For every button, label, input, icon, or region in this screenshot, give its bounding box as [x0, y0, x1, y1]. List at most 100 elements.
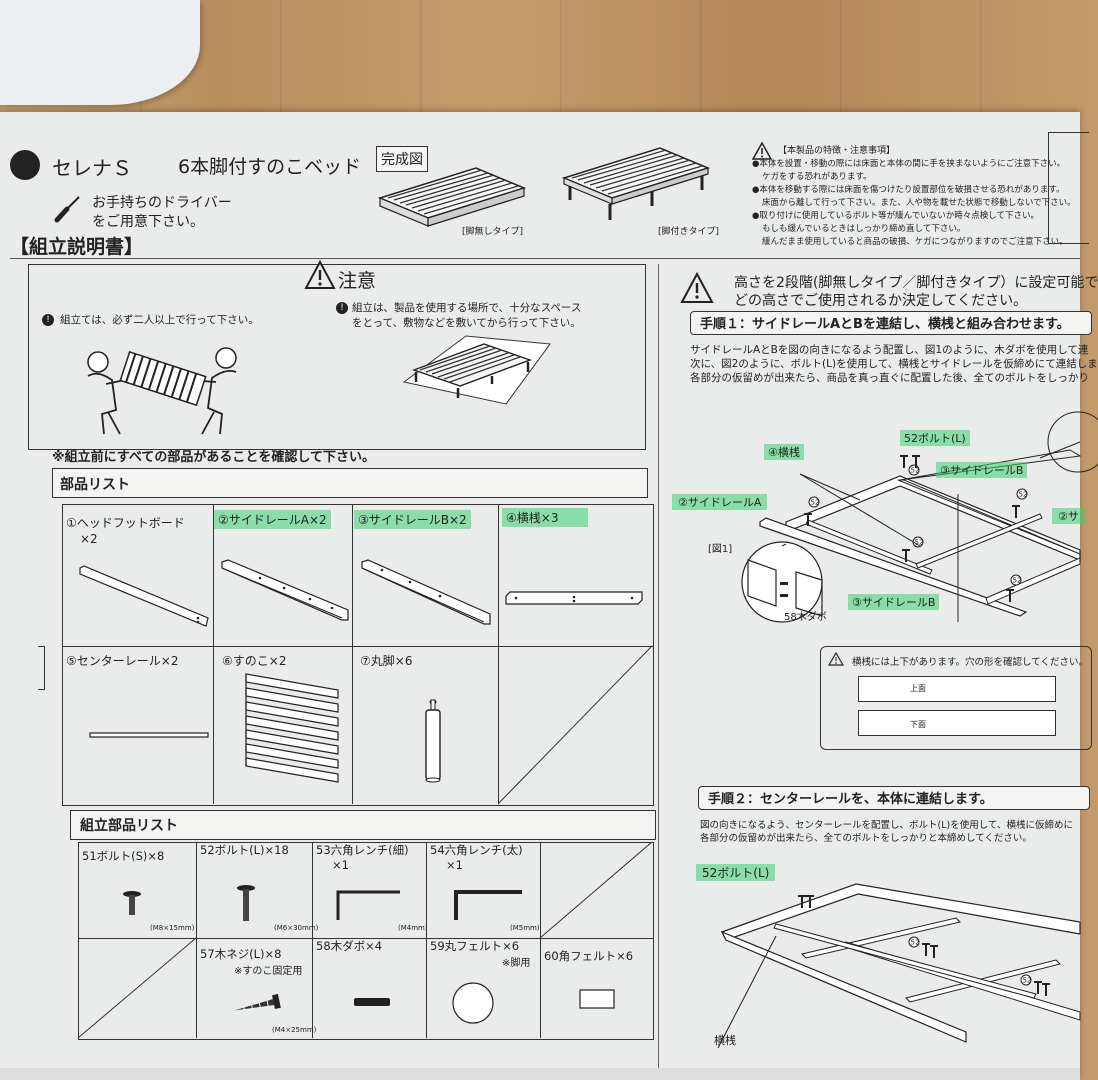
- height-note-line1: 高さを2段階(脚無しタイプ／脚付きタイプ）に設定可能で: [734, 275, 1098, 291]
- empty-cell-diagonal: [539, 841, 653, 939]
- note-text: 横桟には上下があります。穴の形を確認してください。: [852, 657, 1088, 668]
- feature-line-5: ●取り付けに使用しているボルト等が緩んでいないか時々点検して下さい。: [752, 211, 1039, 221]
- feature-line-4: 床面から離して行って下さい。また、人や物を載せた状態で移動しないで下さい。: [762, 198, 1076, 208]
- confirm-text: ※組立前にすべての部品があることを確認して下さい。: [52, 450, 375, 465]
- caution-title: 注意: [338, 270, 377, 292]
- label-side-rail-b-bottom: ③サイドレールB: [848, 594, 940, 610]
- step2-bolt-label: 52ボルト(L): [696, 864, 776, 881]
- svg-text:52: 52: [911, 939, 920, 947]
- caution-space-line1: 組立は、製品を使用する場所で、十分なスペース: [352, 302, 582, 314]
- feature-line-2: ケガをする恐れがあります。: [762, 172, 872, 182]
- height-note-line2: どの高さでご使用されるか決定してください。: [734, 293, 1028, 309]
- label-wood-dowel: 58木ダボ: [784, 612, 827, 623]
- feature-line-6: もしも緩んでいるときはしっかり締め直して下さい。: [762, 224, 966, 234]
- features-right-box: [1048, 132, 1089, 244]
- label-side-rail-a-right: ②サ: [1052, 508, 1085, 524]
- figure-1-dowel-detail: [741, 541, 823, 623]
- paper-bottom-edge: [0, 1068, 1080, 1080]
- feature-line-7: 緩んだまま使用していると商品の破損、ケガにつながりますのでご注意下さい。: [762, 237, 1068, 247]
- label-side-rail-a: ②サイドレールA: [672, 494, 768, 510]
- part-5-label: ⑤センターレール×2: [66, 654, 179, 668]
- caution-two-people: 組立ては、必ず二人以上で行って下さい。: [60, 314, 259, 326]
- hardware-list-header: [70, 810, 656, 840]
- sunoko-slats-drawing: [245, 673, 339, 783]
- type-leg-label: [脚付きタイプ]: [658, 227, 720, 237]
- bottom-face-diagram: [858, 710, 1056, 736]
- yokosan-drawing: [505, 591, 643, 605]
- svg-text:52: 52: [1013, 577, 1022, 585]
- svg-text:52: 52: [915, 539, 924, 547]
- hardware-grid: [78, 842, 654, 1040]
- two-people-carrying-illustration: [87, 347, 237, 435]
- bed-no-legs-drawing: [377, 167, 527, 227]
- parts-list-header: [52, 468, 648, 498]
- hw-54-label: 54六角レンチ(太): [430, 843, 523, 857]
- label-side-rail-b-top: ③サイドレールB: [936, 462, 1028, 478]
- warning-triangle-icon: [751, 141, 773, 160]
- bed-with-legs-drawing: [561, 147, 711, 220]
- part-4-label: ④横桟×3: [502, 508, 589, 527]
- hw-57-spec: (M4×25mm): [272, 1026, 317, 1034]
- hw-51-label: 51ボルト(S)×8: [82, 849, 165, 863]
- caution-triangle-icon: [304, 259, 336, 289]
- wood-dowel-drawing: [354, 998, 390, 1006]
- figure-1-label: [図1]: [708, 544, 733, 555]
- hw-59-note: ※脚用: [502, 958, 531, 969]
- step2-yokosan-label: 横桟: [714, 1034, 736, 1047]
- step2-header: [698, 786, 1090, 810]
- hw-54-spec: (M5mm): [510, 924, 540, 932]
- part-7-label: ⑦丸脚×6: [360, 654, 413, 668]
- step1-line2: 次に、図2のように、ボルト(L)を使用して、横桟とサイドレールを仮締めにて連結し…: [690, 358, 1098, 370]
- hw-57-label: 57木ネジ(L)×8: [200, 947, 282, 961]
- step1-title: 手順１：サイドレールAとBを連結し、横桟と組み合わせます。: [700, 317, 1070, 332]
- series-name: セレナＳ: [52, 156, 132, 180]
- step1-header: [690, 311, 1092, 335]
- bolt-s-drawing: [123, 891, 141, 915]
- svg-text:52: 52: [1023, 977, 1032, 985]
- hw-59-label: 59丸フェルト×6: [430, 939, 520, 953]
- height-warning-triangle-icon: [680, 271, 714, 303]
- step2-assembly-diagram: 52 52: [717, 883, 1081, 1049]
- white-cloth: [0, 0, 200, 105]
- hex-wrench-thin-drawing: [336, 890, 400, 920]
- hw-52-label: 52ボルト(L)×18: [200, 843, 289, 857]
- yokosan-orientation-note: [820, 646, 1092, 750]
- hex-wrench-thick-drawing: [454, 890, 522, 920]
- bottom-face-label: 下面: [910, 720, 926, 729]
- hw-53-label: 53六角レンチ(細): [316, 843, 409, 857]
- top-face-diagram: [858, 676, 1056, 702]
- hw-54-qty: ×1: [446, 858, 463, 872]
- part-3-label: ③サイドレールB×2: [354, 510, 471, 529]
- part-1-label: ①ヘッドフットボード: [66, 516, 185, 530]
- side-rail-a-drawing: [221, 559, 349, 621]
- side-rail-b-drawing: [361, 559, 491, 625]
- part-1-qty: ×2: [80, 532, 98, 546]
- hardware-list-title: 組立部品リスト: [80, 818, 178, 834]
- fold-mark: [38, 646, 45, 690]
- parts-list-title: 部品リスト: [60, 477, 130, 493]
- complete-label: 完成図: [376, 146, 428, 172]
- feature-line-1: ●本体を設置・移動の際には床面と本体の間に手を挟まないようにご注意下さい。: [752, 159, 1066, 169]
- exclaim-icon: !: [336, 302, 348, 314]
- step2-line1: 図の向きになるよう、センターレールを配置し、ボルト(L)を使用して、横桟に仮締め…: [700, 820, 1073, 831]
- round-leg-drawing: [425, 699, 441, 783]
- svg-text:52: 52: [1019, 491, 1028, 499]
- caution-space-line2: をとって、敷物などを敷いてから行って下さい。: [352, 317, 581, 329]
- label-bolt-l: 52ボルト(L): [900, 430, 970, 446]
- bolt-l-drawing: [237, 885, 255, 921]
- wood-screw-drawing: [234, 994, 281, 1011]
- empty-cell-diagonal: [497, 645, 653, 805]
- hw-53-qty: ×1: [332, 858, 349, 872]
- bullet-dot-icon: [10, 150, 40, 180]
- round-felt-drawing: [452, 982, 494, 1024]
- center-rail-drawing: [89, 732, 209, 738]
- step2-title: 手順２：センターレールを、本体に連結します。: [708, 792, 993, 807]
- screwdriver-icon: [54, 196, 80, 223]
- note-warning-triangle-icon: [827, 651, 845, 666]
- hw-53-spec: (M4mm): [398, 924, 428, 932]
- step1-line1: サイドレールAとBを図の向きになるよう配置し、図1のように、木ダボを使用して連: [690, 344, 1089, 356]
- exclaim-icon: !: [42, 314, 54, 326]
- square-felt-drawing: [579, 989, 615, 1009]
- headfoot-board-drawing: [79, 565, 209, 627]
- feature-line-3: ●本体を移動する際には床面を傷つけたり設置部位を破損させる恐れがあります。: [752, 185, 1065, 195]
